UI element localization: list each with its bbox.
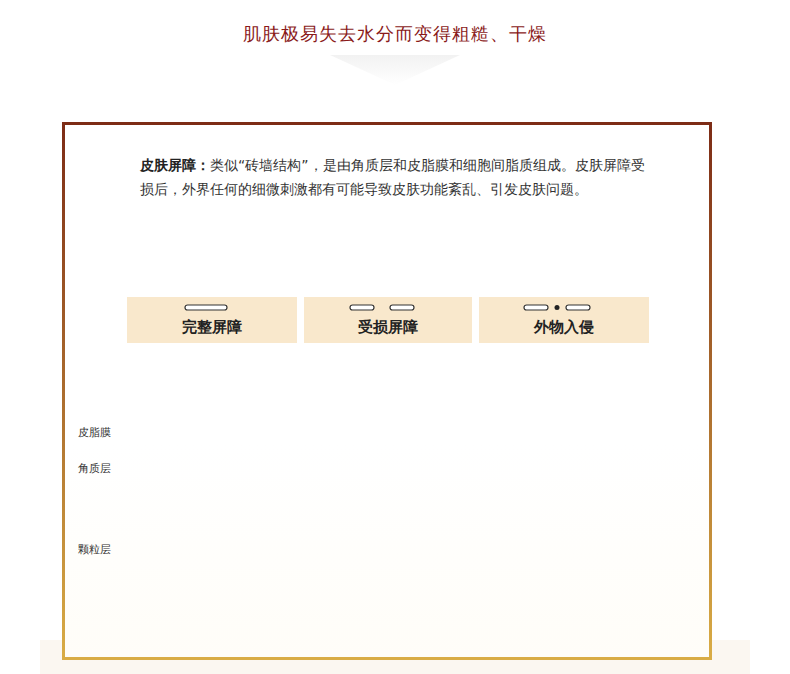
- description: 皮肤屏障：类似“砖墙结构”，是由角质层和皮脂膜和细胞间脂质组成。皮肤屏障受损后，…: [140, 153, 645, 201]
- chevron: [330, 55, 460, 85]
- layer-label: 颗粒层: [78, 542, 111, 557]
- heading: 皮肤屏障：: [140, 157, 210, 173]
- state-label: 外物入侵: [479, 318, 649, 337]
- icon-bar: [390, 305, 414, 310]
- barrier-icon: [479, 299, 637, 319]
- barrier-icon: [304, 299, 460, 319]
- layer-label: 皮脂膜: [78, 425, 111, 440]
- body-text: 类似“砖墙结构”，是由角质层和皮脂膜和细胞间脂质组成。皮肤屏障受损后，外界任何的…: [140, 157, 645, 197]
- state-label: 完整屏障: [127, 318, 297, 337]
- state-label: 受损屏障: [304, 318, 472, 337]
- state-box: 受损屏障: [304, 297, 472, 343]
- icon-bar: [524, 305, 548, 310]
- barrier-icon: [127, 299, 285, 319]
- state-box: 外物入侵: [479, 297, 649, 343]
- layer-label: 角质层: [78, 461, 111, 476]
- info-panel: 皮肤屏障：类似“砖墙结构”，是由角质层和皮脂膜和细胞间脂质组成。皮肤屏障受损后，…: [62, 122, 712, 660]
- icon-bar: [350, 305, 374, 310]
- icon-bar: [185, 305, 227, 310]
- page-title: 肌肤极易失去水分而变得粗糙、干燥: [0, 22, 790, 46]
- state-box: 完整屏障: [127, 297, 297, 343]
- icon-bar: [566, 305, 590, 310]
- icon-dot: [555, 305, 560, 310]
